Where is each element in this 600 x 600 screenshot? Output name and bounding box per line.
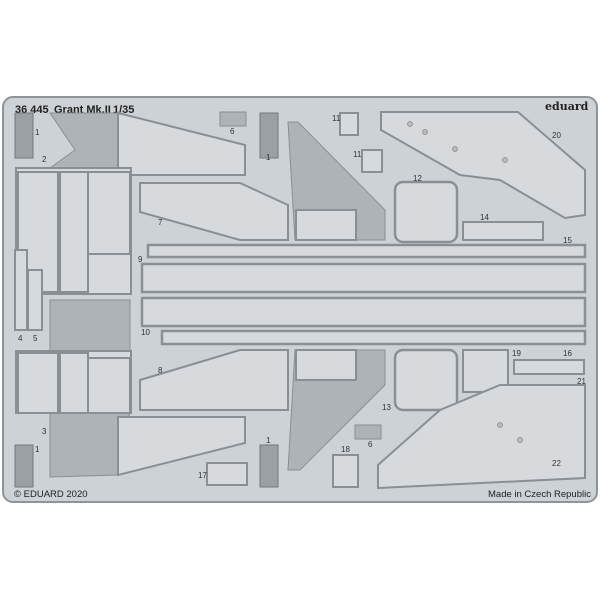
svg-text:6: 6 [368,440,373,449]
svg-text:4: 4 [18,334,23,343]
brand-logo: eduard [545,100,589,113]
svg-text:10: 10 [141,328,150,337]
svg-text:14: 14 [480,213,489,222]
part-1-grids [14,112,279,488]
part-6-top [219,111,247,127]
part-4 [14,249,28,331]
part-8 [139,349,289,411]
part-center-upper-plate [295,209,357,241]
part-16-rail [160,329,587,346]
origin-label: Made in Czech Republic [488,489,591,500]
part-6-bottom [354,424,382,440]
part-22 [377,384,586,490]
svg-text:1: 1 [35,445,40,454]
part-numbers: 1 1 1 1 2 3 4 5 6 6 7 8 9 10 11 11 12 13… [18,114,586,480]
part-13 [393,348,459,412]
part-15-rail [146,243,587,259]
svg-text:1: 1 [266,436,271,445]
svg-text:8: 8 [158,366,163,375]
part-2 [15,111,246,295]
part-18 [332,454,359,488]
svg-text:9: 9 [138,255,143,264]
svg-text:1: 1 [35,128,40,137]
svg-text:3: 3 [42,427,47,436]
svg-text:22: 22 [552,459,561,468]
svg-text:19: 19 [512,349,521,358]
svg-text:13: 13 [382,403,391,412]
svg-text:11: 11 [353,150,362,159]
svg-text:15: 15 [563,236,572,245]
copyright: © EDUARD 2020 [14,489,88,500]
svg-text:20: 20 [552,131,561,140]
part-14 [462,221,544,241]
svg-text:6: 6 [230,127,235,136]
svg-text:1: 1 [266,153,271,162]
part-17 [206,462,248,486]
part-5 [27,269,43,331]
svg-text:2: 2 [42,155,47,164]
svg-text:11: 11 [332,114,341,123]
part-9-rail [140,262,587,294]
svg-text:21: 21 [577,377,586,386]
part-10-rail [140,296,587,328]
svg-text:18: 18 [341,445,350,454]
part-21 [513,359,585,375]
part-12 [393,180,459,244]
part-20 [380,111,586,220]
svg-text:7: 7 [158,218,163,227]
svg-text:17: 17 [198,471,207,480]
part-7 [139,182,289,241]
svg-text:5: 5 [33,334,38,343]
part-3 [15,299,246,478]
svg-text:12: 12 [413,174,422,183]
svg-text:16: 16 [563,349,572,358]
part-11-a [339,112,359,136]
part-center-lower-plate [295,349,357,381]
part-11-b [361,149,383,173]
